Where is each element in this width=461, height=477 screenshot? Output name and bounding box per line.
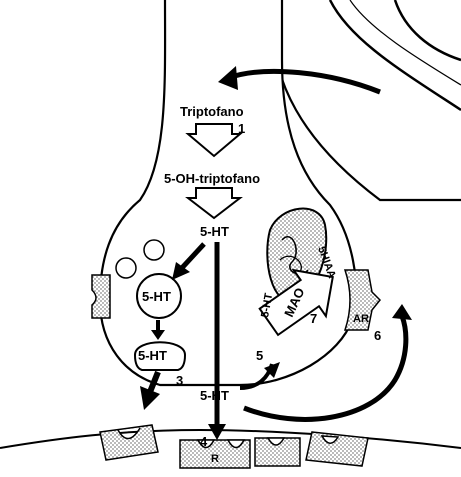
step-6: 6 — [374, 328, 381, 343]
label-ar: AR — [353, 313, 369, 325]
autoreceptor-left — [92, 275, 110, 318]
step-3: 3 — [176, 373, 183, 388]
empty-vesicle-2 — [144, 240, 164, 260]
label-5-ht-release: 5-HT — [138, 348, 167, 363]
label-5-ht-top: 5-HT — [200, 224, 229, 239]
label-5-ht-cleft: 5-HT — [200, 388, 229, 403]
step-1: 1 — [238, 121, 245, 136]
step-7: 7 — [310, 311, 317, 326]
postsynaptic-receptor-1 — [100, 425, 158, 460]
label-receptor-r: R — [211, 453, 219, 465]
autoreceptor-arrowhead — [392, 304, 412, 320]
empty-vesicle-1 — [116, 258, 136, 278]
label-5-ht-vesicle: 5-HT — [142, 289, 171, 304]
cleft-arrowhead — [208, 424, 226, 440]
label-5-oh-triptofano: 5-OH-triptofano — [164, 171, 260, 186]
step-4: 4 — [200, 434, 208, 449]
step-5: 5 — [256, 348, 263, 363]
label-triptofano: Triptofano — [180, 104, 244, 119]
